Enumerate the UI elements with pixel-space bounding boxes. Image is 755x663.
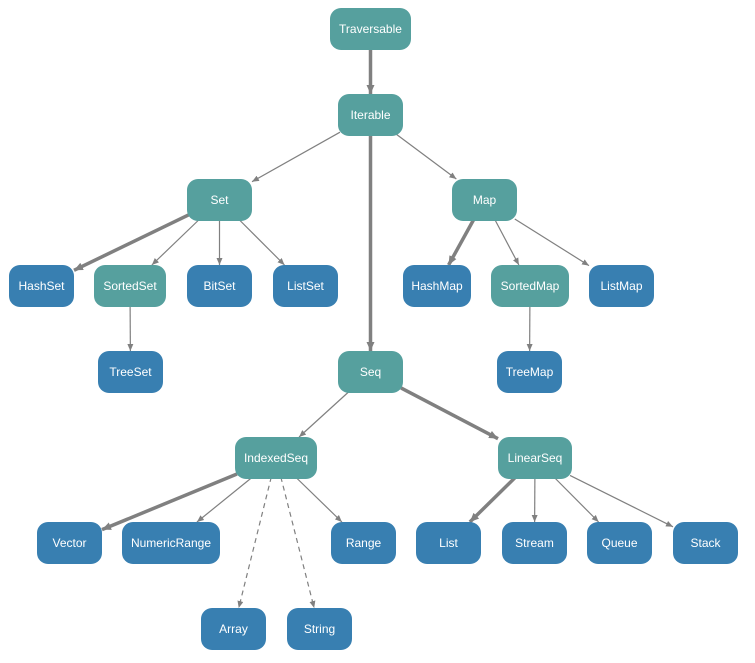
- node-label: Stack: [690, 536, 721, 550]
- edge-seq-to-linearseq: [400, 386, 499, 441]
- node-label: Stream: [515, 536, 554, 550]
- edge-indexedseq-to-vector: [101, 472, 238, 532]
- node-label: TreeMap: [505, 365, 554, 379]
- edge-set-to-hashset: [73, 213, 190, 272]
- node-listmap: ListMap: [589, 265, 654, 307]
- node-linearseq: LinearSeq: [498, 437, 572, 479]
- node-map: Map: [452, 179, 517, 221]
- node-label: BitSet: [203, 279, 236, 293]
- edge-map-to-sortedmap: [494, 218, 520, 266]
- edge-linearseq-to-queue: [553, 476, 600, 523]
- node-label: Array: [219, 622, 248, 636]
- edge-indexedseq-to-numericrange: [196, 476, 253, 523]
- node-vector: Vector: [37, 522, 102, 564]
- node-hashset: HashSet: [9, 265, 74, 307]
- node-label: Vector: [52, 536, 87, 550]
- node-listset: ListSet: [273, 265, 338, 307]
- node-string: String: [287, 608, 352, 650]
- node-label: Map: [472, 193, 497, 207]
- node-label: Iterable: [350, 108, 391, 122]
- node-label: Range: [345, 536, 382, 550]
- node-sortedmap: SortedMap: [491, 265, 569, 307]
- edge-iterable-to-set: [251, 131, 341, 183]
- node-iterable: Iterable: [338, 94, 403, 136]
- node-array: Array: [201, 608, 266, 650]
- edge-linearseq-to-stack: [569, 474, 674, 528]
- node-label: Set: [210, 193, 229, 207]
- node-label: ListSet: [287, 279, 324, 293]
- node-treemap: TreeMap: [497, 351, 562, 393]
- edge-set-to-listset: [238, 218, 285, 266]
- node-label: ListMap: [600, 279, 643, 293]
- node-label: SortedMap: [500, 279, 560, 293]
- node-label: LinearSeq: [507, 451, 563, 465]
- node-label: HashSet: [18, 279, 65, 293]
- node-numericrange: NumericRange: [122, 522, 220, 564]
- edge-indexedseq-to-array: [237, 476, 272, 609]
- edge-map-to-listmap: [514, 218, 590, 267]
- edge-indexedseq-to-string: [280, 476, 316, 609]
- node-traversable: Traversable: [330, 8, 411, 50]
- edge-seq-to-indexedseq: [298, 390, 351, 438]
- node-indexedseq: IndexedSeq: [235, 437, 317, 479]
- node-label: SortedSet: [103, 279, 157, 293]
- node-label: List: [439, 536, 458, 550]
- node-label: Seq: [359, 365, 382, 379]
- node-label: TreeSet: [109, 365, 152, 379]
- node-set: Set: [187, 179, 252, 221]
- node-label: Traversable: [339, 22, 402, 36]
- node-list: List: [416, 522, 481, 564]
- edge-indexedseq-to-range: [295, 476, 343, 523]
- node-sortedset: SortedSet: [94, 265, 166, 307]
- node-label: HashMap: [411, 279, 463, 293]
- edge-map-to-hashmap: [447, 218, 476, 266]
- node-label: IndexedSeq: [243, 451, 309, 465]
- node-label: String: [303, 622, 336, 636]
- node-stream: Stream: [502, 522, 567, 564]
- node-stack: Stack: [673, 522, 738, 564]
- node-treeset: TreeSet: [98, 351, 163, 393]
- edge-linearseq-to-list: [468, 475, 517, 524]
- node-label: NumericRange: [130, 536, 212, 550]
- node-hashmap: HashMap: [403, 265, 471, 307]
- node-seq: Seq: [338, 351, 403, 393]
- node-bitset: BitSet: [187, 265, 252, 307]
- node-range: Range: [331, 522, 396, 564]
- edge-set-to-sortedset: [151, 218, 201, 266]
- node-queue: Queue: [587, 522, 652, 564]
- node-label: Queue: [601, 536, 638, 550]
- edge-iterable-to-map: [395, 133, 457, 180]
